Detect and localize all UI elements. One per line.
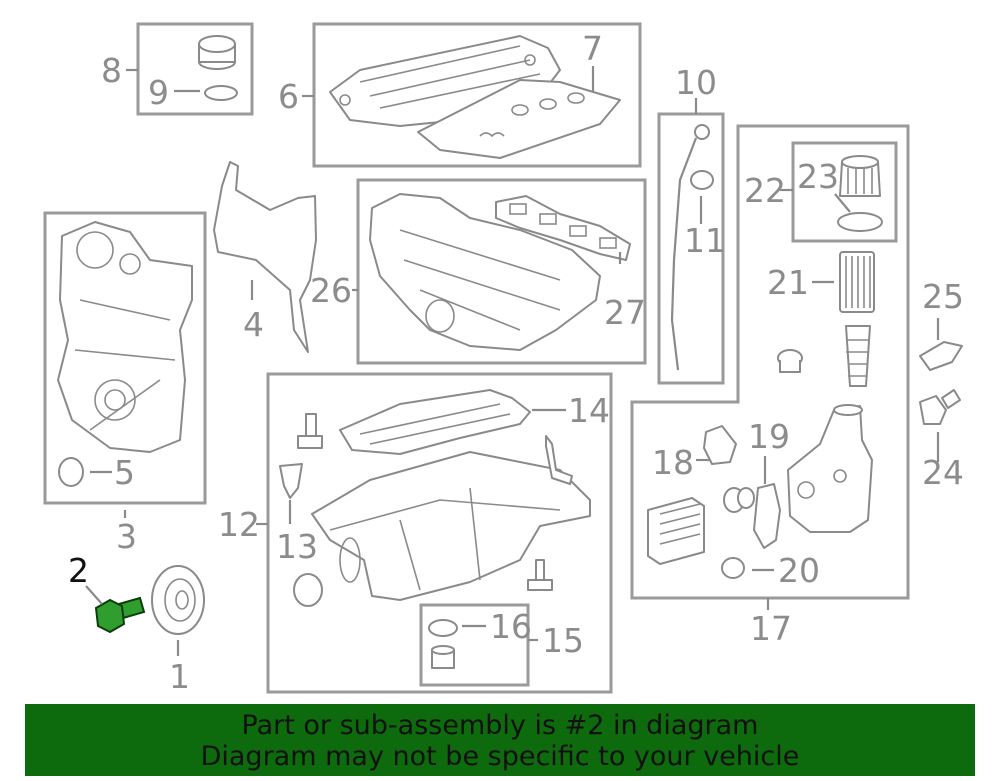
intake-manifold [369,193,601,351]
callout-1: 1 [169,657,190,696]
oil-drain-plug [527,559,553,591]
callout-5: 5 [114,453,135,492]
oil-pan [311,451,591,601]
callout-21: 21 [767,263,809,302]
callout-15: 15 [542,621,584,660]
callout-9: 9 [148,73,169,112]
group-box-26-27 [356,178,647,365]
oil-pressure-switch [919,389,961,425]
oil-pump-pickup-tube [545,435,573,485]
group-box-12 [266,372,613,694]
callout-7: 7 [582,29,603,68]
oil-pressure-valve [777,349,803,373]
oil-cooler-o-ring [721,557,745,579]
intake-manifold-gasket [495,195,631,261]
oil-pan-bolt [297,413,323,449]
oil-filter-cap-seal [837,212,883,232]
oil-filter-adapter-stem [845,325,871,387]
callout-27: 27 [604,293,646,332]
callout-18: 18 [652,443,694,482]
oil-filter-cap [839,155,881,197]
callout-23: 23 [797,157,839,196]
group-box-10-11 [657,112,725,385]
oil-pan-seal [293,573,323,607]
group-box-22-23 [791,141,898,243]
info-banner: Part or sub-assembly is #2 in diagram Di… [25,704,975,776]
callout-13: 13 [276,527,318,566]
oil-dipstick [670,124,710,371]
drain-plug [431,645,455,669]
callout-12: 12 [218,505,260,544]
oil-level-sensor [279,463,303,499]
oil-pressure-sensor-bracket [919,341,963,371]
banner-line-1: Part or sub-assembly is #2 in diagram [241,710,759,741]
highlighted-balancer-bolt [94,596,146,634]
timing-cover [57,221,193,453]
callout-25: 25 [922,277,964,316]
callout-3: 3 [116,517,137,556]
callout-19: 19 [748,417,790,456]
callout-8: 8 [101,51,122,90]
oil-cooler [647,497,705,565]
oil-filler-cap [198,35,236,70]
valve-cover-gasket [417,79,621,159]
oil-filter-housing [787,404,873,533]
oil-pan-baffle [339,389,531,455]
oil-cooler-connector [723,487,755,513]
group-box-15 [419,603,530,687]
callout-17: 17 [750,609,792,648]
callout-2: 2 [68,551,89,590]
dipstick-tube-seal [690,170,714,190]
timing-cover-gasket [213,161,317,353]
leader-lines [85,66,940,656]
callout-14: 14 [568,391,610,430]
crankshaft-balancer [151,565,205,635]
drain-plug-gasket [428,619,458,637]
group-box-3 [43,211,207,505]
callout-16: 16 [490,607,532,646]
banner-line-2: Diagram may not be specific to your vehi… [200,741,800,772]
callout-11: 11 [684,221,726,260]
callout-4: 4 [243,305,264,344]
callout-6: 6 [278,77,299,116]
callout-26: 26 [310,271,352,310]
callout-20: 20 [778,551,820,590]
oil-filter-element [839,251,875,313]
callout-10: 10 [675,63,717,102]
group-box-17 [630,124,910,600]
front-crankshaft-seal [58,457,84,487]
oil-cooler-adapter-seal [703,425,737,465]
oil-cooler-gasket [753,483,781,549]
oil-filler-cap-seal [204,85,238,101]
callout-22: 22 [744,171,786,210]
callout-24: 24 [922,453,964,492]
